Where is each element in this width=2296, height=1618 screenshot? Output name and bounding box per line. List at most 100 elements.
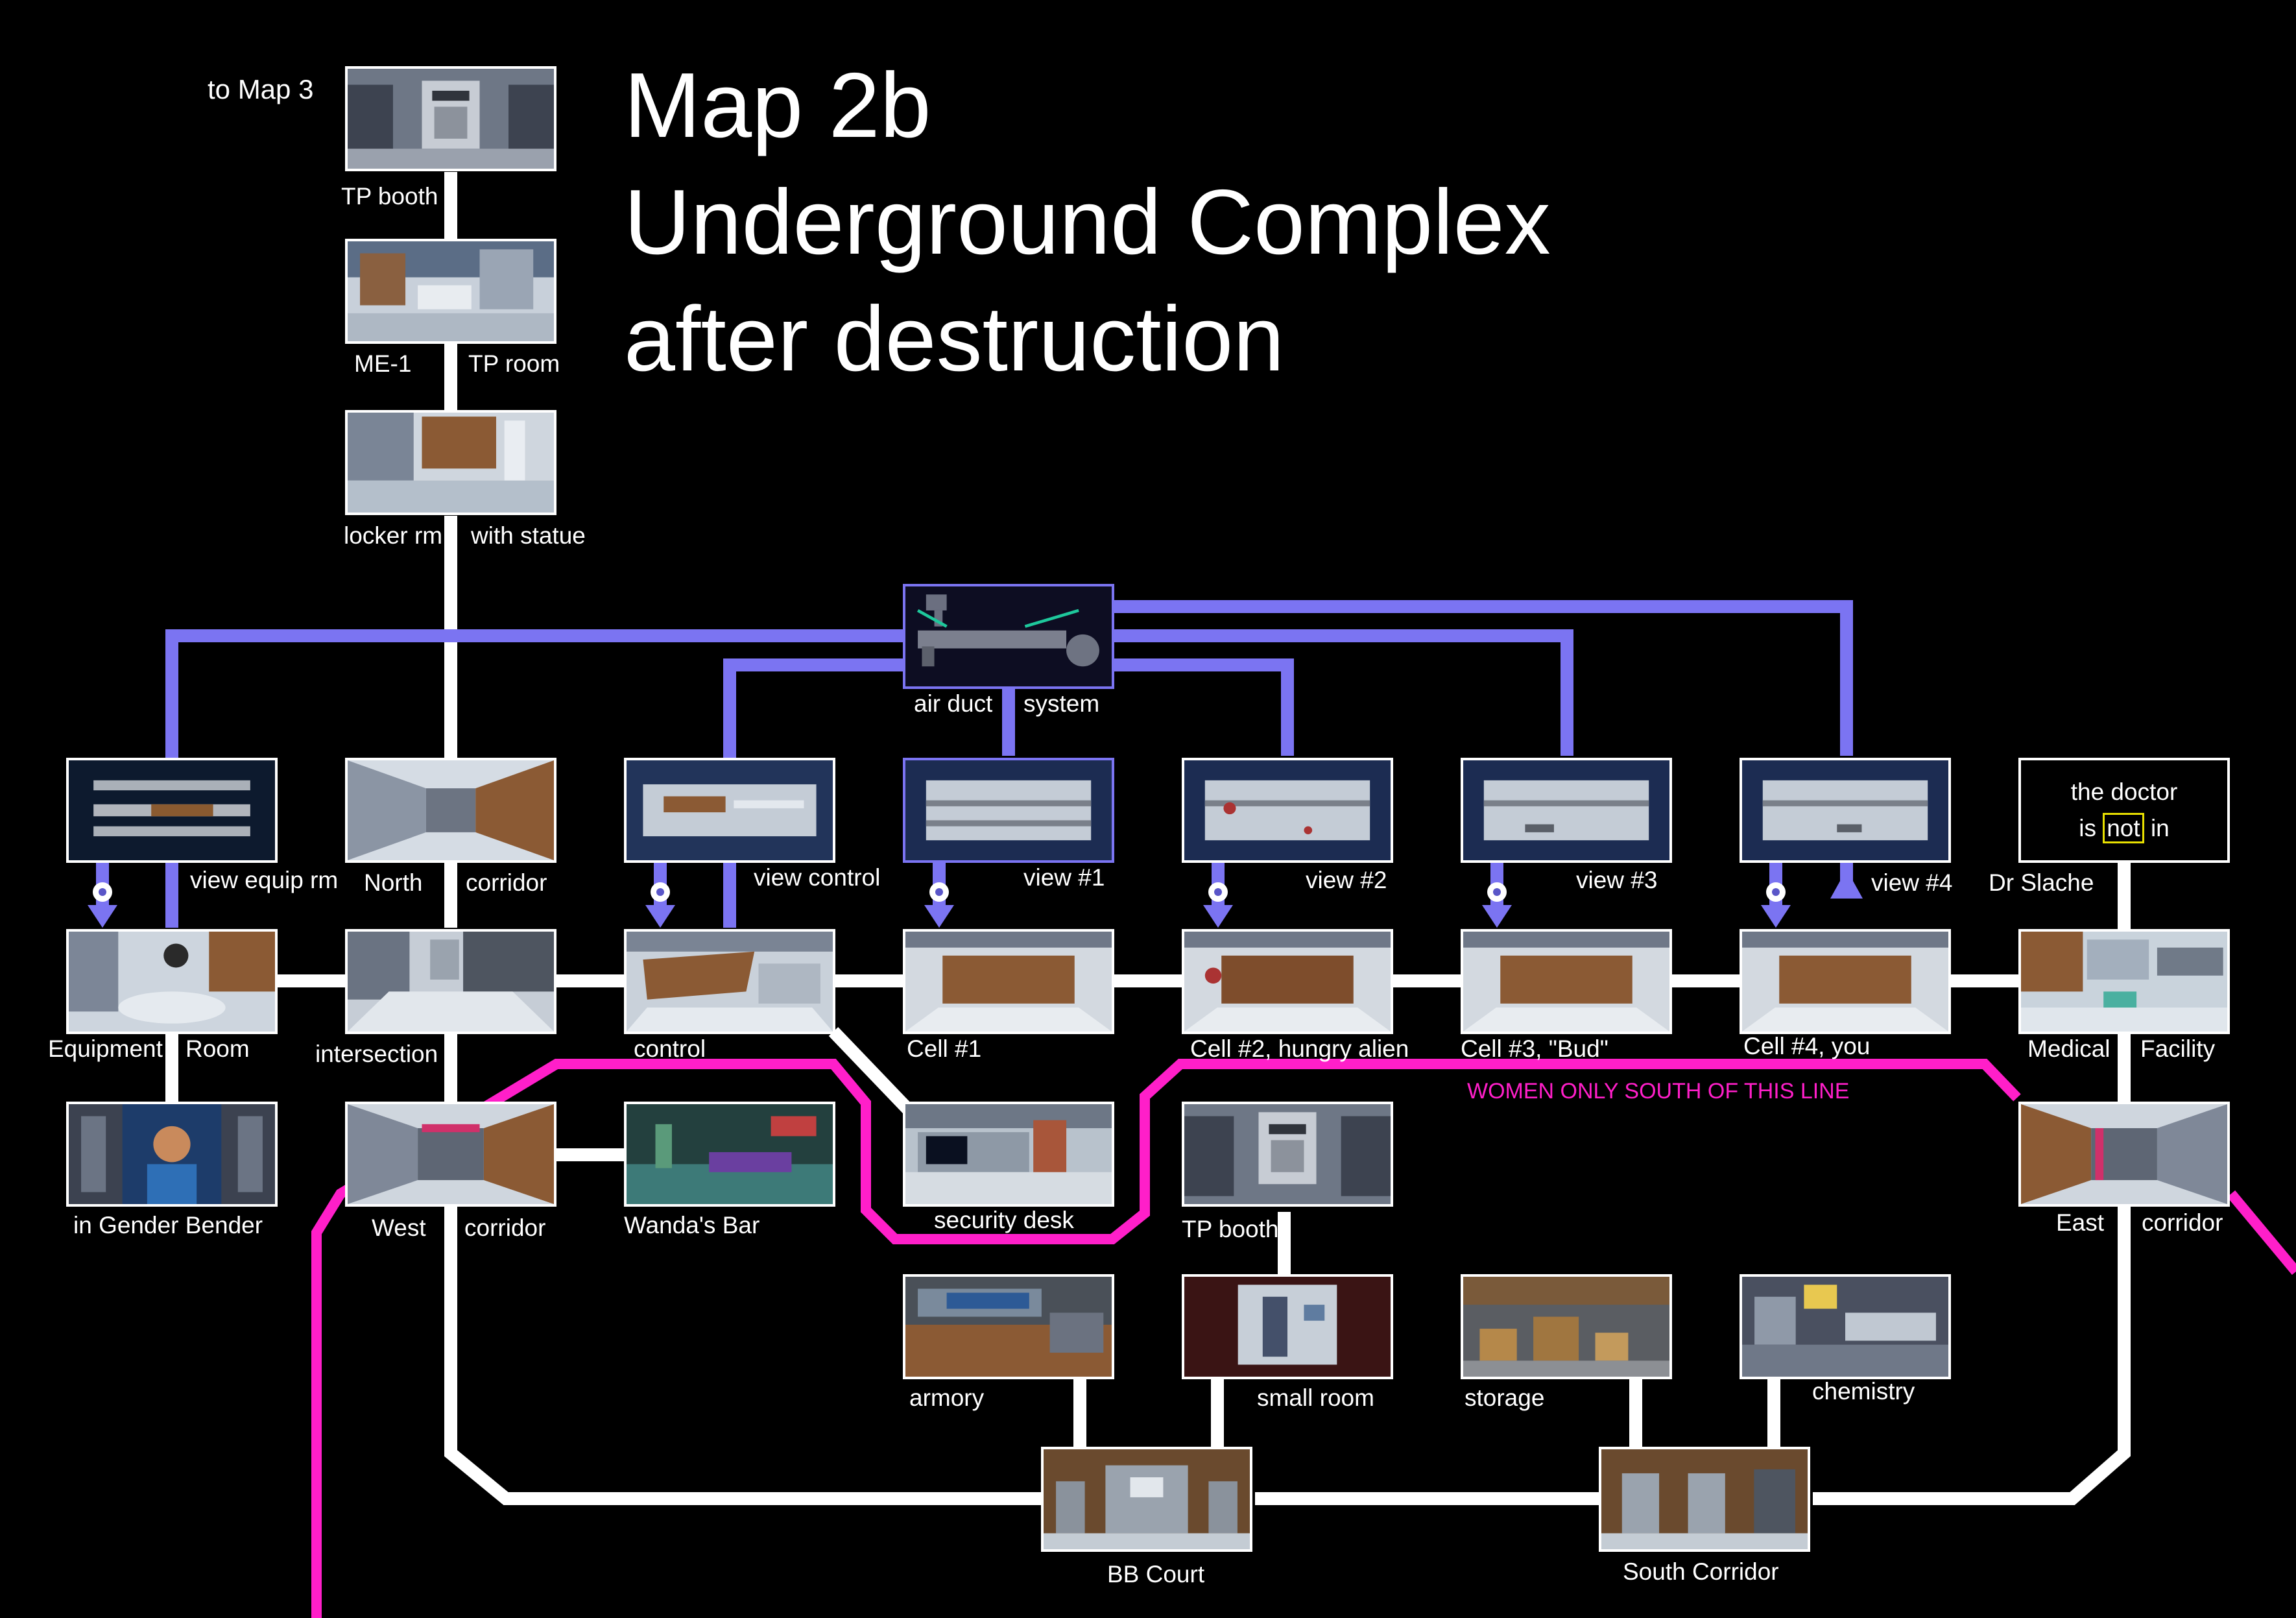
west-corridor-node[interactable] <box>345 1102 556 1207</box>
gender-bender-node[interactable] <box>66 1102 278 1207</box>
camera-icon <box>1487 882 1507 902</box>
west-corridor-image <box>348 1104 554 1204</box>
tp-booth-image <box>348 69 554 169</box>
view3-label: view #3 <box>1576 867 1658 893</box>
tp-booth-top-node[interactable] <box>345 66 556 171</box>
security-desk-image <box>905 1104 1112 1204</box>
cell2-node[interactable] <box>1182 929 1393 1034</box>
intersection-node[interactable] <box>345 929 556 1034</box>
air-duct-arrowheads <box>88 869 1863 928</box>
locker-room-node[interactable] <box>345 410 556 515</box>
intersection-image <box>348 932 554 1032</box>
facility-label: Facility <box>2140 1035 2216 1062</box>
small-room-node[interactable] <box>1182 1274 1393 1379</box>
east-label: East <box>2056 1209 2105 1236</box>
view-control-image <box>627 760 833 860</box>
doctor-sign-is: is <box>2079 815 2096 841</box>
camera-icon <box>651 882 670 902</box>
doctor-sign-line2: is not in <box>2079 813 2170 843</box>
storage-label: storage <box>1465 1384 1545 1411</box>
south-corridor-image <box>1601 1449 1808 1549</box>
tp-booth-mid-node[interactable] <box>1182 1102 1393 1207</box>
medical-facility-node[interactable] <box>2018 929 2230 1034</box>
north-corridor-label: corridor <box>466 869 547 896</box>
east-corridor-label: corridor <box>2142 1209 2223 1236</box>
doctor-sign-node[interactable]: the doctor is not in <box>2018 758 2230 863</box>
chemistry-node[interactable] <box>1740 1274 1951 1379</box>
north-corridor-node[interactable] <box>345 758 556 863</box>
cell2-label: Cell #2, hungry alien <box>1190 1035 1409 1062</box>
chemistry-label: chemistry <box>1812 1378 1915 1405</box>
camera-icon <box>929 882 949 902</box>
tp-booth-mid-image <box>1184 1104 1391 1204</box>
me1-label: ME-1 <box>354 350 412 377</box>
bb-court-node[interactable] <box>1041 1447 1252 1552</box>
view3-node[interactable] <box>1461 758 1672 863</box>
medical-label: Medical <box>2027 1035 2111 1062</box>
storage-node[interactable] <box>1461 1274 1672 1379</box>
control-node[interactable] <box>624 929 835 1034</box>
equipment-label: Equipment <box>48 1035 163 1062</box>
cell3-image <box>1463 932 1669 1032</box>
bb-court-label: BB Court <box>1107 1561 1205 1588</box>
view2-node[interactable] <box>1182 758 1393 863</box>
system-label: system <box>1023 690 1100 717</box>
control-image <box>627 932 833 1032</box>
view2-image <box>1184 760 1391 860</box>
view1-image <box>905 760 1112 860</box>
view4-image <box>1742 760 1948 860</box>
with-statue-label: with statue <box>471 522 586 549</box>
cell1-label: Cell #1 <box>907 1035 982 1062</box>
intersection-label: intersection <box>315 1041 438 1067</box>
tp-room-image <box>348 241 554 341</box>
armory-label: armory <box>909 1384 985 1411</box>
cell3-node[interactable] <box>1461 929 1672 1034</box>
dr-slache-label: Dr Slache <box>1989 869 2094 896</box>
cell3-label: Cell #3, "Bud" <box>1461 1035 1608 1062</box>
cell4-node[interactable] <box>1740 929 1951 1034</box>
wandas-bar-node[interactable] <box>624 1102 835 1207</box>
link-to-map3[interactable]: to Map 3 <box>208 74 314 104</box>
cell1-node[interactable] <box>903 929 1114 1034</box>
map-title-line1: Map 2b <box>624 54 931 157</box>
women-only-note: WOMEN ONLY SOUTH OF THIS LINE <box>1467 1079 1850 1104</box>
gender-bender-image <box>69 1104 275 1204</box>
corridor-lines <box>165 172 2131 1505</box>
cell1-image <box>905 932 1112 1032</box>
map-title-line3: after destruction <box>624 287 1285 391</box>
tp-room-node[interactable] <box>345 239 556 344</box>
security-desk-node[interactable] <box>903 1102 1114 1207</box>
view-equip-rm-node[interactable] <box>66 758 278 863</box>
tp-booth-mid-label: TP booth <box>1182 1216 1279 1242</box>
bb-court-image <box>1044 1449 1250 1549</box>
air-duct-system-node[interactable] <box>903 584 1114 689</box>
view3-image <box>1463 760 1669 860</box>
east-corridor-image <box>2021 1104 2227 1204</box>
south-corridor-node[interactable] <box>1599 1447 1810 1552</box>
map-title-line2: Underground Complex <box>624 171 1551 274</box>
north-corridor-image <box>348 760 554 860</box>
cell4-label: Cell #4, you <box>1743 1033 1871 1059</box>
doctor-sign-not: not <box>2103 813 2144 843</box>
view1-label: view #1 <box>1023 864 1105 891</box>
small-room-label: small room <box>1257 1384 1374 1411</box>
armory-node[interactable] <box>903 1274 1114 1379</box>
west-corridor-label: corridor <box>464 1214 546 1241</box>
view4-node[interactable] <box>1740 758 1951 863</box>
view-control-label: view control <box>754 864 881 891</box>
view1-node[interactable] <box>903 758 1114 863</box>
view-control-node[interactable] <box>624 758 835 863</box>
view2-label: view #2 <box>1306 867 1387 893</box>
gender-bender-label: in Gender Bender <box>73 1212 263 1238</box>
room-label: Room <box>185 1035 250 1062</box>
tp-booth-top-label: TP booth <box>341 183 438 210</box>
equipment-room-node[interactable] <box>66 929 278 1034</box>
camera-icon <box>93 882 112 902</box>
wandas-bar-label: Wanda's Bar <box>624 1212 760 1238</box>
wandas-bar-image <box>627 1104 833 1204</box>
storage-image <box>1463 1277 1669 1377</box>
cell4-image <box>1742 932 1948 1032</box>
view-equip-rm-label: view equip rm <box>190 867 339 893</box>
east-corridor-node[interactable] <box>2018 1102 2230 1207</box>
view4-label: view #4 <box>1871 869 1953 896</box>
